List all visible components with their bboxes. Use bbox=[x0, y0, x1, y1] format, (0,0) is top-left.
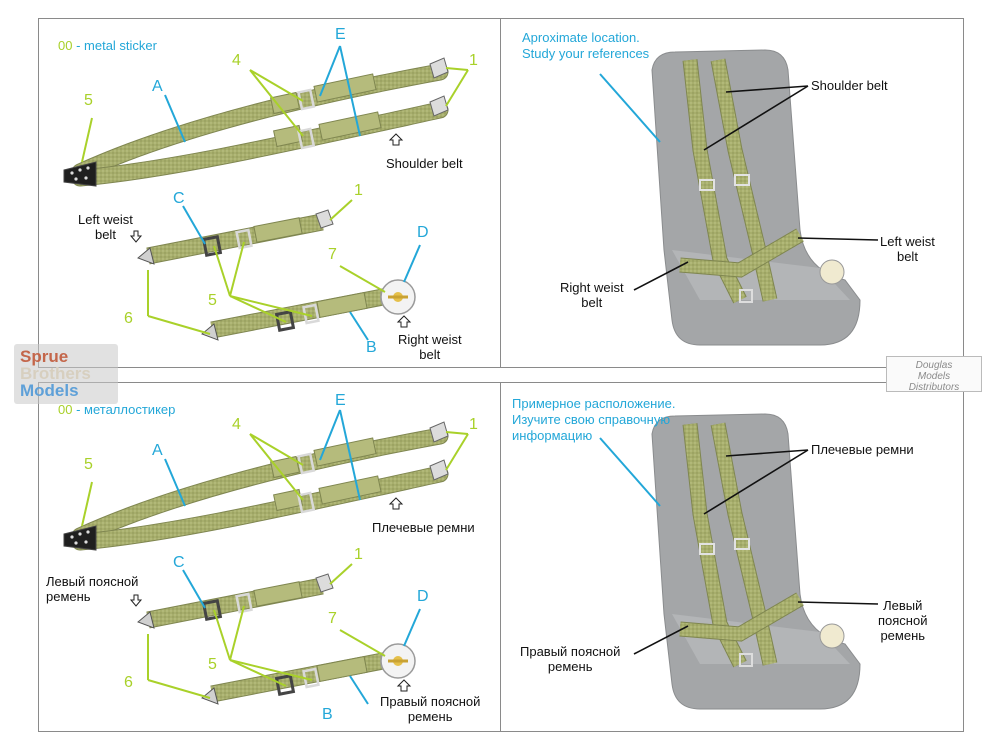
label-number-6: 6 bbox=[124, 310, 133, 327]
label-number-1-lap-ru: 1 bbox=[354, 546, 363, 563]
belt-set-top bbox=[64, 46, 468, 340]
label-part-b-ru: B bbox=[322, 706, 333, 723]
label-left-waist-belt: Left weist belt bbox=[78, 212, 133, 242]
legend-ru: 00 - металлостикер bbox=[58, 402, 175, 417]
label-right-waist-belt-ru: Правый поясной ремень bbox=[380, 694, 481, 724]
label-part-d: D bbox=[417, 224, 429, 241]
label-number-7: 7 bbox=[328, 246, 337, 263]
label-number-6-ru: 6 bbox=[124, 674, 133, 691]
legend-code-ru: 00 bbox=[58, 402, 73, 417]
label-number-4: 4 bbox=[232, 52, 241, 69]
legend-code: 00 bbox=[58, 38, 73, 53]
label-right-waist-belt: Right weist belt bbox=[398, 332, 462, 362]
location-note: Aproximate location. Study your referenc… bbox=[522, 30, 650, 61]
label-number-4-ru: 4 bbox=[232, 416, 241, 433]
seat-view-top bbox=[600, 50, 878, 345]
legend-text: - metal sticker bbox=[76, 38, 157, 53]
seat-label-right-ru: Правый поясной ремень bbox=[520, 644, 621, 674]
label-part-c: C bbox=[173, 190, 185, 207]
belt-set-bottom bbox=[64, 410, 468, 704]
label-number-5-lap: 5 bbox=[208, 292, 217, 309]
label-part-d-ru: D bbox=[417, 588, 429, 605]
label-part-a: A bbox=[152, 78, 163, 95]
seat-view-bottom bbox=[600, 414, 878, 709]
label-part-a-ru: A bbox=[152, 442, 163, 459]
label-number-5-lap-ru: 5 bbox=[208, 656, 217, 673]
label-number-5-top-ru: 5 bbox=[84, 456, 93, 473]
seat-label-shoulder: Shoulder belt bbox=[811, 78, 888, 93]
seat-label-right: Right weist belt bbox=[560, 280, 624, 310]
label-number-1-top: 1 bbox=[469, 52, 478, 69]
label-left-waist-belt-ru: Левый поясной ремень bbox=[46, 574, 139, 604]
label-number-5-top: 5 bbox=[84, 92, 93, 109]
location-note-ru: Примерное расположение. Изучите свою спр… bbox=[512, 396, 676, 443]
label-part-b: B bbox=[366, 339, 377, 356]
label-part-e: E bbox=[335, 26, 346, 43]
seat-label-left-ru: Левый поясной ремень bbox=[878, 598, 928, 643]
label-number-1-lap: 1 bbox=[354, 182, 363, 199]
label-shoulder-belt-ru: Плечевые ремни bbox=[372, 520, 475, 535]
legend: 00 - metal sticker bbox=[58, 38, 157, 53]
label-part-c-ru: C bbox=[173, 554, 185, 571]
seat-label-shoulder-ru: Плечевые ремни bbox=[811, 442, 914, 457]
seat-label-left: Left weist belt bbox=[880, 234, 935, 264]
label-number-7-ru: 7 bbox=[328, 610, 337, 627]
legend-text-ru: - металлостикер bbox=[76, 402, 176, 417]
label-number-1-top-ru: 1 bbox=[469, 416, 478, 433]
panel-bottom-right bbox=[500, 382, 964, 732]
label-part-e-ru: E bbox=[335, 392, 346, 409]
watermark-sprue-brothers-logo: Sprue Brothers Models bbox=[14, 344, 118, 404]
label-shoulder-belt: Shoulder belt bbox=[386, 156, 463, 171]
panel-top-right bbox=[500, 18, 964, 368]
